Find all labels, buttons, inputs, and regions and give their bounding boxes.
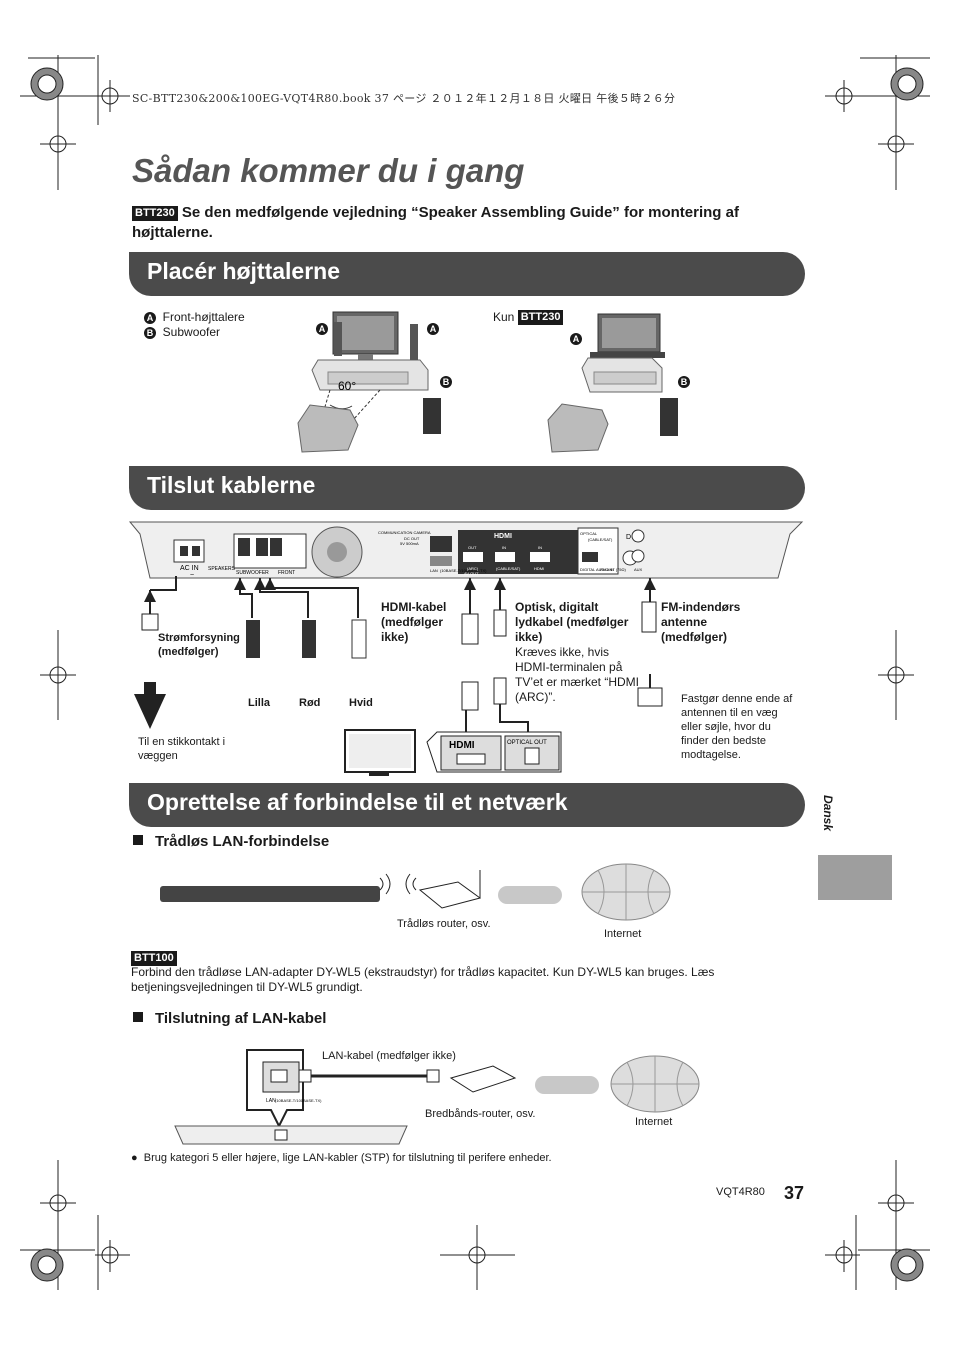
angle-label: 60° <box>338 379 356 393</box>
fm-ant-label: FM ANT (75Ω) <box>600 567 626 572</box>
speaker-placement-illustration: 60° <box>297 311 441 453</box>
wireless-router-label: Trådløs router, osv. <box>397 918 491 930</box>
hdmi-in-label: HDMI <box>534 566 544 571</box>
av-out-label: AV OUT <box>464 571 479 576</box>
ac-symbol: ~ <box>190 572 194 579</box>
internet-label: Internet <box>604 928 642 940</box>
tv-optical-label: OPTICAL OUT <box>507 740 547 746</box>
intro-text: Se den medfølgende vejledning “Speaker A… <box>132 204 739 241</box>
arc-label: (ARC) <box>467 566 479 571</box>
optical-cable-label: Optisk, digitalt lydkabel (medfølger ikk… <box>515 600 640 704</box>
d-label: D <box>626 534 631 541</box>
hdmi-logo: HDMI <box>494 533 512 540</box>
out-label: OUT <box>468 545 477 550</box>
marker-b: B <box>440 376 452 388</box>
in-label-1: IN <box>502 545 506 550</box>
dc-out-label: DC OUT <box>404 536 420 541</box>
hdmi-cable-label: HDMI-kabel (medfølger ikke) <box>381 600 447 644</box>
section-cables: Tilslut kablerne <box>129 466 805 510</box>
cable-sat-label: (CABLE/SAT) <box>496 566 521 571</box>
doc-code: VQT4R80 <box>716 1186 765 1198</box>
optical-sub-label: (CABLE/SAT) <box>588 537 613 542</box>
wireless-heading: Trådløs LAN-forbindelse <box>133 833 329 850</box>
lan-label: LAN <box>430 568 438 573</box>
lan-heading: Tilslutning af LAN-kabel <box>133 1010 326 1027</box>
only-model-label: Kun BTT230 <box>493 310 564 325</box>
subwoofer-label: SUBWOOFER <box>236 570 269 576</box>
page-title: Sådan kommer du i gang <box>132 152 525 189</box>
language-tab <box>818 855 892 900</box>
purple-label: Lilla <box>248 697 271 709</box>
lan-diagram: LAN (10BASE-T/100BASE-TX) <box>174 1049 700 1145</box>
marker-a-left: A <box>316 323 328 335</box>
fm-antenna-note: Fastgør denne ende af antennen til en væ… <box>681 693 793 761</box>
front-label: FRONT <box>278 570 295 576</box>
lan-cable-label: LAN-kabel (medfølger ikke) <box>322 1050 456 1062</box>
digital-audio-in-label: DIGITAL AUDIO IN <box>580 567 614 572</box>
btt100-tag-wrap: BTT100 <box>131 951 177 966</box>
dc-out-spec: 5V 500mA <box>400 541 419 546</box>
optical-label: OPTICAL <box>580 531 598 536</box>
section-network: Oprettelse af forbindelse til et netværk <box>129 783 805 827</box>
lan-box-label: LAN <box>266 1098 276 1104</box>
print-header: SC-BTT230&200&100EG-VQT4R80.book 37 ページ … <box>132 92 676 105</box>
marker-a-right: A <box>427 323 439 335</box>
speaker-legend: A Front-højttalere B Subwoofer <box>144 310 245 340</box>
rear-panel: AC IN ~ SPEAKERS SUBWOOFER FRONT COMMUNI… <box>128 521 804 579</box>
marker-b-soundbar: B <box>678 376 690 388</box>
model-tag: BTT230 <box>132 206 178 221</box>
cable-drawings <box>134 576 663 734</box>
intro-note: BTT230 Se den medfølgende vejledning “Sp… <box>132 203 812 243</box>
lan-box-spec: (10BASE-T/100BASE-TX) <box>275 1098 322 1103</box>
tv-illustration: HDMI OPTICAL OUT <box>344 729 562 776</box>
in-label-2: IN <box>538 545 542 550</box>
aux-label: AUX <box>634 567 643 572</box>
speakers-label: SPEAKERS <box>208 566 236 572</box>
section-network-title: Oprettelse af forbindelse til et netværk <box>147 789 568 815</box>
language-label: Dansk <box>821 795 835 832</box>
fm-antenna-label: FM-indendørs antenne (medfølger) <box>661 600 741 644</box>
outlet-label: Til en stikkontakt i væggen <box>138 736 226 762</box>
legend-subwoofer: B Subwoofer <box>144 325 245 340</box>
lan-bullet: ● Brug kategori 5 eller højere, lige LAN… <box>131 1152 552 1164</box>
marker-a-soundbar: A <box>570 333 582 345</box>
section-cables-title: Tilslut kablerne <box>147 472 316 498</box>
wireless-diagram <box>160 863 671 921</box>
white-label: Hvid <box>349 697 373 709</box>
page-number: 37 <box>784 1183 805 1203</box>
tv-hdmi-logo: HDMI <box>449 740 475 751</box>
lan-spec-label: (10BASE-T/100BASE-TX) <box>440 568 487 573</box>
section-speakers-title: Placér højttalerne <box>147 258 341 284</box>
btt100-note: Forbind den trådløse LAN-adapter DY-WL5 … <box>131 965 715 994</box>
section-speakers: Placér højttalerne <box>129 252 805 296</box>
red-label: Rød <box>299 697 321 709</box>
power-cable-label: Strømforsyning (medfølger) <box>158 632 240 658</box>
broadband-router-label: Bredbånds-router, osv. <box>425 1108 536 1120</box>
soundbar-placement-illustration <box>547 313 678 453</box>
internet-label-2: Internet <box>635 1116 673 1128</box>
bullet-dot: ● <box>131 1152 138 1164</box>
btt100-tag: BTT100 <box>131 951 177 966</box>
ac-in-label: AC IN <box>180 565 199 572</box>
legend-front: A Front-højttalere <box>144 310 245 325</box>
comm-camera-label: COMMUNICATION CAMERA <box>378 530 431 535</box>
